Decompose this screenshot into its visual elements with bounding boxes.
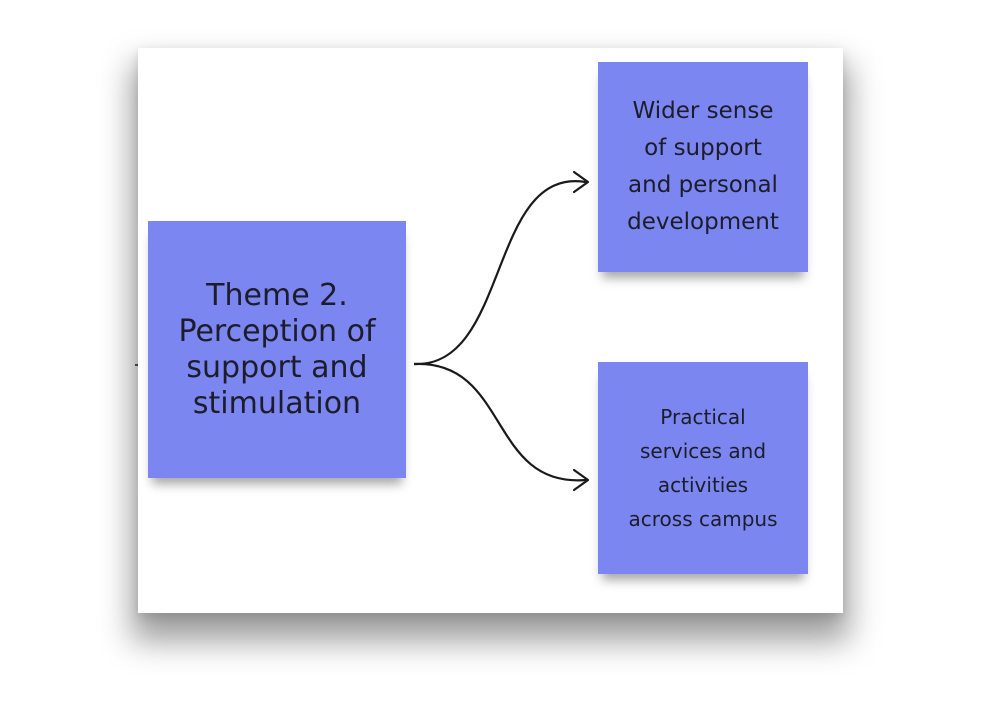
services-activities-note: Practical services and activities across… xyxy=(598,362,808,574)
support-development-note-text: Wider sense of support and personal deve… xyxy=(627,98,779,235)
edge-mark xyxy=(135,364,138,366)
diagram-board: Theme 2. Perception of support and stimu… xyxy=(138,48,843,613)
theme-note: Theme 2. Perception of support and stimu… xyxy=(148,221,406,478)
theme-note-text: Theme 2. Perception of support and stimu… xyxy=(178,277,376,421)
connector-to-top xyxy=(413,180,587,366)
support-development-note: Wider sense of support and personal deve… xyxy=(598,62,808,272)
arrowhead-top xyxy=(572,170,590,194)
connector-to-bottom xyxy=(413,362,587,482)
arrowhead-bottom xyxy=(572,468,590,492)
services-activities-note-text: Practical services and activities across… xyxy=(628,405,778,531)
